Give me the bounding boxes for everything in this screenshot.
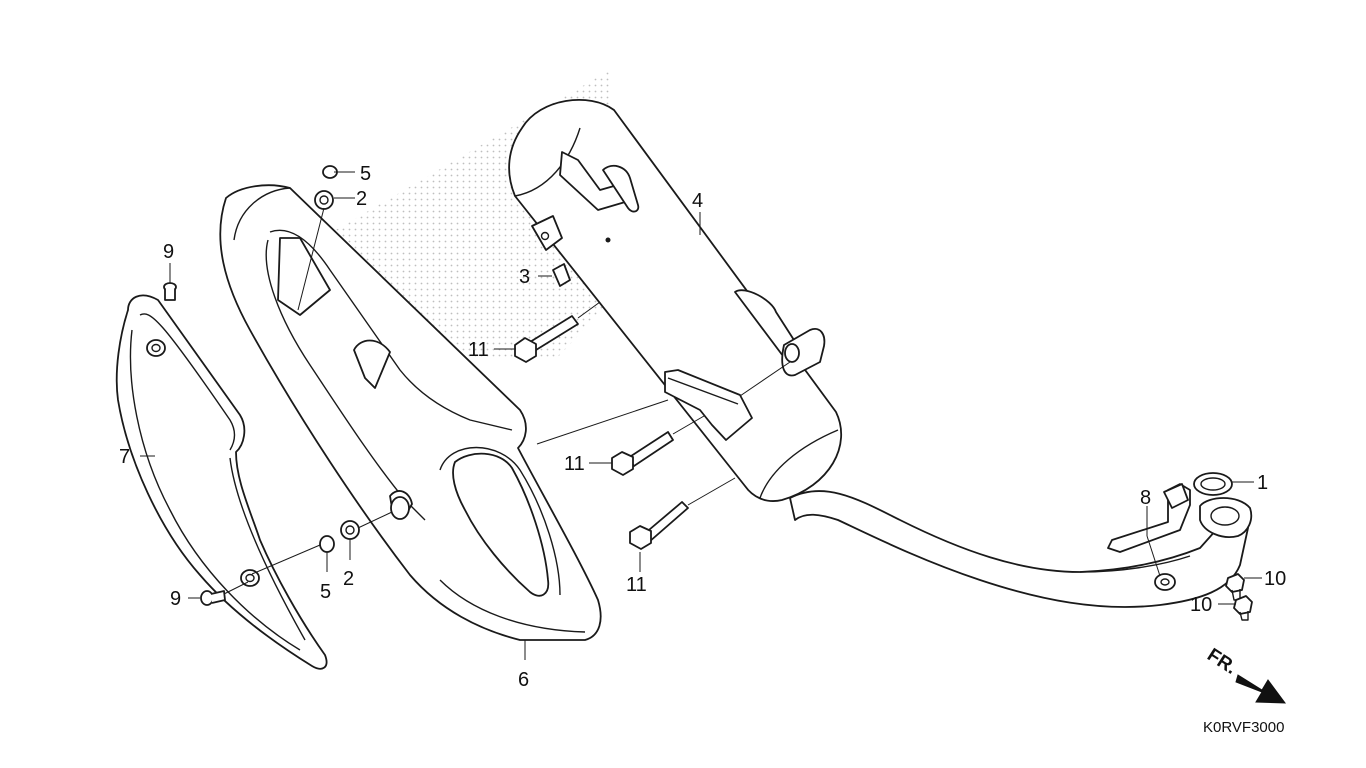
callout-7: 7: [119, 446, 130, 468]
callout-9-lower: 9: [170, 588, 181, 610]
grommet-protector: [390, 496, 410, 520]
callout-11-upper: 11: [468, 339, 489, 361]
collar-lower: [340, 520, 360, 540]
callout-5-lower: 5: [320, 581, 331, 603]
screw-lower: [200, 590, 226, 606]
callout-9-upper: 9: [163, 241, 174, 263]
callout-2-upper: 2: [356, 188, 367, 210]
bolt-upper: [514, 315, 579, 363]
callout-6: 6: [518, 669, 529, 691]
front-direction-arrow-icon: [1235, 674, 1287, 704]
muffler-protector: [219, 184, 602, 641]
callout-1: 1: [1257, 472, 1268, 494]
callout-2-lower: 2: [343, 568, 354, 590]
exhaust-gasket: [1193, 472, 1233, 496]
callout-5-upper: 5: [360, 163, 371, 185]
front-direction-label: FR.: [1203, 645, 1240, 679]
flange-nut-upper: [1225, 573, 1245, 601]
heat-shield-plate: [115, 294, 328, 670]
muffler: [508, 98, 842, 502]
callout-11-middle: 11: [564, 453, 585, 475]
callout-8: 8: [1140, 487, 1151, 509]
bolt-lower: [629, 501, 689, 550]
exhaust-pipe: [789, 483, 1253, 608]
collar-upper: [314, 190, 334, 210]
washer-lower: [319, 535, 335, 553]
front-direction-indicator: FR.: [1203, 645, 1287, 704]
callout-4: 4: [692, 190, 703, 212]
screw-upper: [163, 282, 177, 301]
callout-11-lower: 11: [626, 574, 647, 596]
clip-nut: [552, 263, 571, 287]
callout-10-lower: 10: [1190, 594, 1212, 616]
leader-lines: [140, 171, 1262, 660]
flange-nut-lower: [1233, 595, 1253, 621]
callout-3: 3: [519, 266, 530, 288]
callout-10-upper: 10: [1264, 568, 1286, 590]
drawing-code: K0RVF3000: [1203, 719, 1284, 736]
bolt-middle: [611, 431, 674, 476]
